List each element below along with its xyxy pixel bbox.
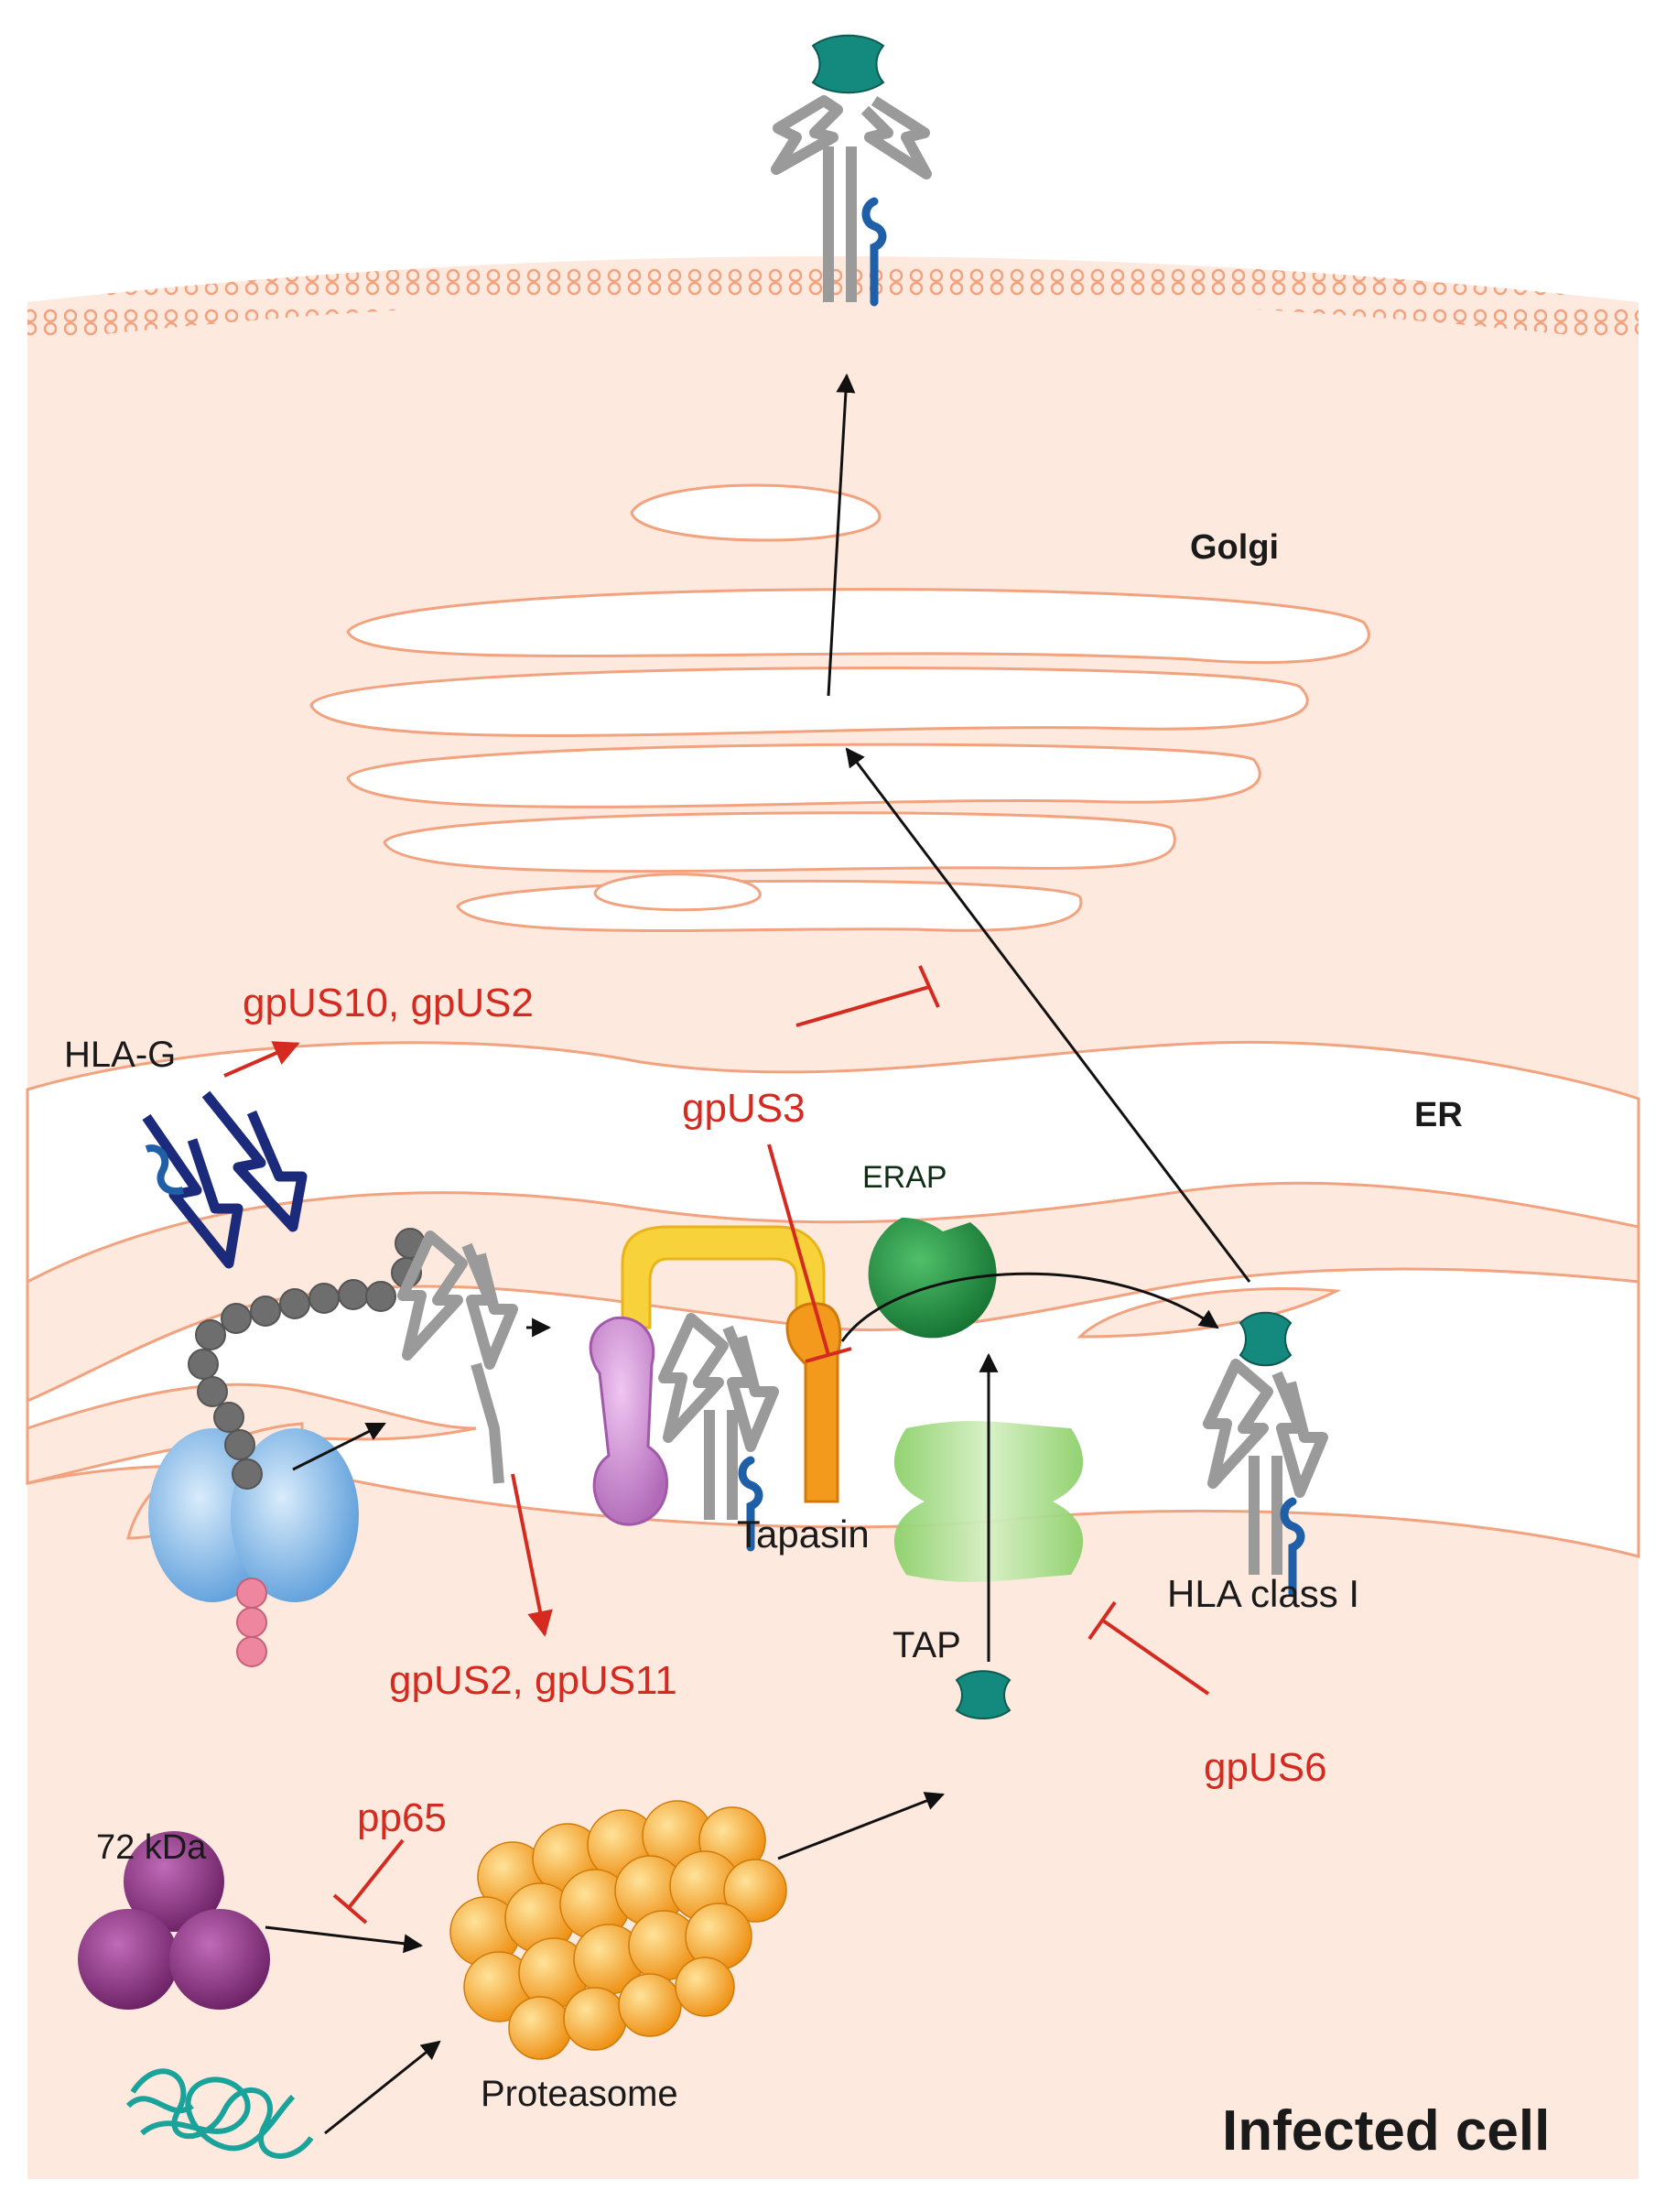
label-golgi: Golgi — [1190, 528, 1279, 567]
label-gpus6: gpUS6 — [1204, 1745, 1327, 1790]
cytosolic-peptide — [955, 1670, 1012, 1719]
proteasome — [449, 1800, 787, 2060]
arrow-er-to-golgi — [845, 747, 1251, 1283]
hla-class-i-heavy-chain — [1203, 1359, 1328, 1575]
erp57 — [589, 1316, 669, 1526]
hla-class-i-beta2m — [1280, 1497, 1305, 1598]
ribosome-right-subunit — [231, 1428, 359, 1602]
arrow-proteasome-to-peptide — [777, 1792, 945, 1860]
inhibitor-gpus10-gpus2-bar — [918, 965, 940, 1008]
label-tap: TAP — [892, 1625, 961, 1665]
hla-class-i-peptide — [1239, 1311, 1293, 1367]
label-gpus3: gpUS3 — [682, 1086, 806, 1131]
inhibitor-pp65-bar — [332, 1893, 368, 1925]
inhibitor-gpus6 — [1101, 1619, 1210, 1696]
free-mhc-heavy-chain — [397, 1231, 518, 1484]
label-erap: ERAP — [862, 1160, 947, 1195]
label-72kda: 72 kDa — [96, 1828, 207, 1867]
loading-beta2m — [738, 1456, 763, 1552]
label-hla-g: HLA-G — [64, 1035, 176, 1075]
inhibitor-gpus6-bar — [1087, 1600, 1117, 1641]
mrna-beads — [236, 1578, 267, 1667]
arrow-72kda-to-proteasome — [265, 1925, 424, 1954]
label-gpus2-gpus11: gpUS2, gpUS11 — [389, 1658, 677, 1703]
golgi-apparatus — [309, 483, 1370, 933]
arrow-plc-to-hla — [840, 1272, 1219, 1342]
viral-inhibition-lines — [223, 965, 1210, 1925]
loading-mhc-heavy-chain — [658, 1313, 779, 1520]
hla-class-i-complex — [1203, 1311, 1328, 1598]
trafficking-arrows — [265, 373, 1251, 2135]
inhibitor-pp65 — [346, 1838, 405, 1911]
label-infected-cell: Infected cell — [1222, 2099, 1550, 2163]
label-tapasin: Tapasin — [737, 1513, 870, 1556]
hla-g-beta2m — [145, 1144, 185, 1196]
inhibitor-gpus3 — [767, 1144, 830, 1356]
kda72-protein — [78, 1831, 270, 2010]
arrow-gpus2-gpus11 — [511, 1473, 553, 1637]
hla-g-molecule — [142, 1090, 308, 1269]
inhibitor-gpus10-gpus2 — [795, 985, 930, 1027]
ribosome-complex — [148, 1228, 426, 1667]
label-er: ER — [1414, 1096, 1463, 1134]
arrow-hla-g-degradation — [223, 1041, 300, 1078]
plasma-membrane — [27, 256, 1639, 342]
arrow-golgi-to-membrane — [827, 373, 856, 697]
inhibitor-gpus3-bar — [805, 1347, 852, 1363]
label-proteasome: Proteasome — [481, 2074, 678, 2114]
unfolded-protein — [125, 2068, 314, 2159]
erap-protein — [868, 1218, 997, 1339]
label-gpus10-gpus2: gpUS10, gpUS2 — [243, 981, 534, 1025]
label-hla-class-i: HLA class I — [1167, 1572, 1359, 1615]
label-pp65: pp65 — [357, 1795, 447, 1840]
arrow-ribosome-to-mhc — [292, 1422, 386, 1471]
surface-hla-class-i — [771, 34, 932, 307]
arrow-protein-to-proteasome — [324, 2040, 441, 2135]
